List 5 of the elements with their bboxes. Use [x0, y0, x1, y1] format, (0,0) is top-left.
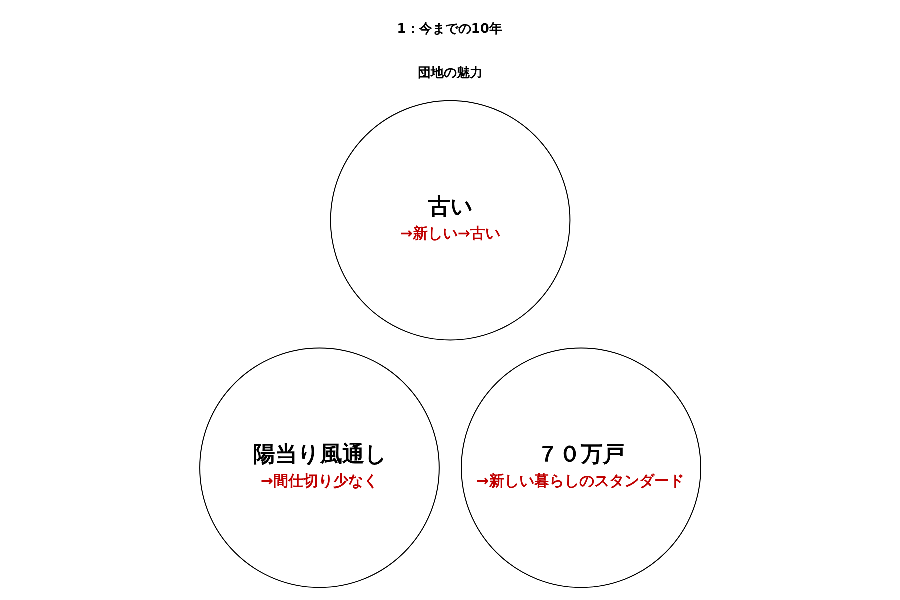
node-circle: ７０万戸 →新しい暮らしのスタンダード	[460, 348, 701, 588]
node-circle: 古い →新しい→古い	[330, 100, 570, 341]
label: 1：今までの10年	[396, 22, 502, 37]
node-circle: 陽当り風通し →間仕切り少なく	[199, 348, 440, 588]
label: 団地の魅力	[417, 66, 482, 82]
